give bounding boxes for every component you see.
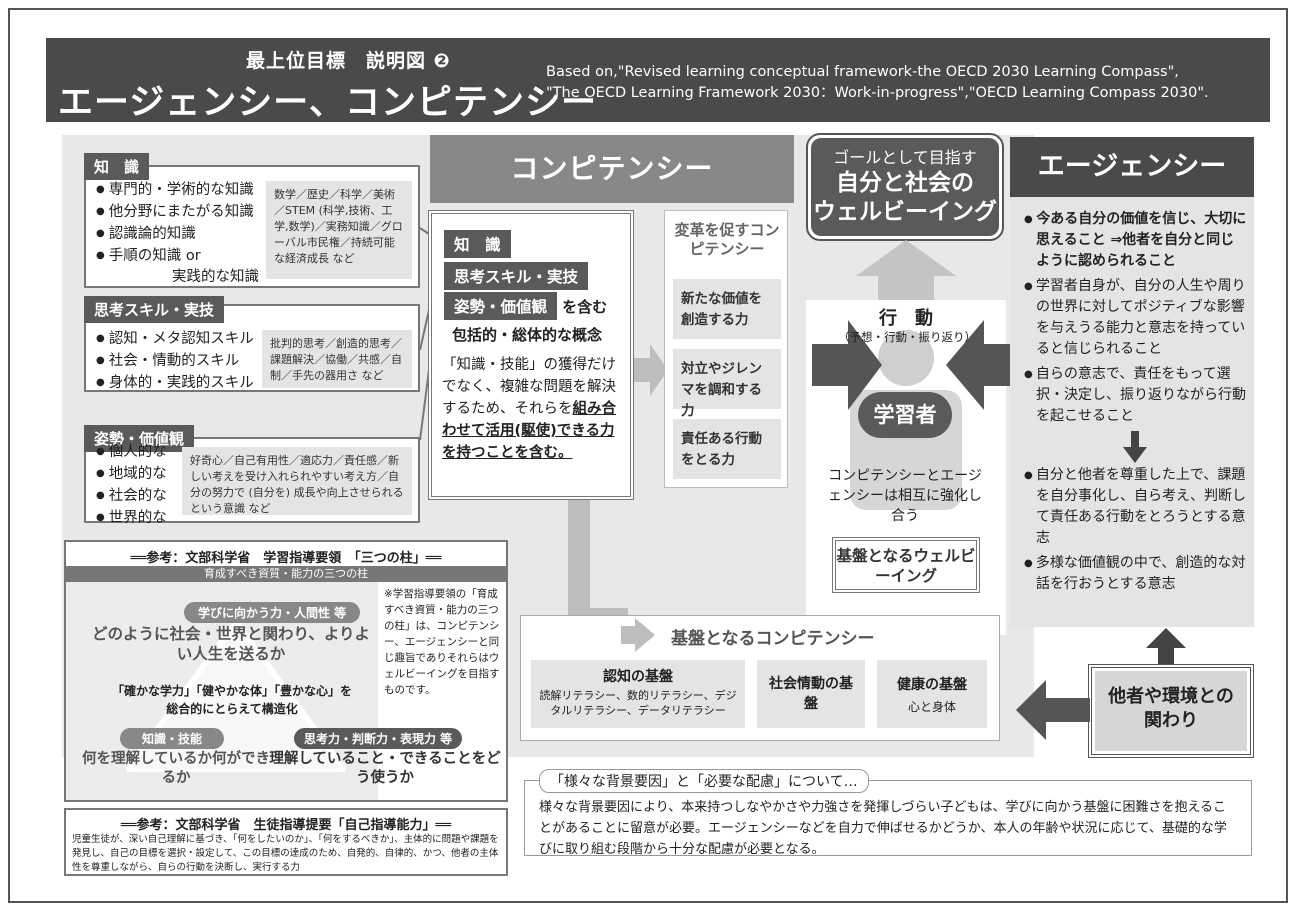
learner-badge: 学習者 (858, 392, 952, 438)
agency-item: 自分と他者を尊重した上で、課題を自分事化し、自ら考え、判断して責任ある行動をとろ… (1022, 465, 1248, 549)
others-box: 他者や環境との関わり (1095, 671, 1247, 751)
base-wellbeing: 基盤となるウェルビーイング (832, 537, 980, 593)
agency-item: 自らの意志で、責任をもって選択・決定し、振り返りながら行動を起こせること (1022, 364, 1248, 427)
attitudes-item: 地域的な (96, 463, 167, 485)
skills-item: 認知・メタ認知スキル (96, 328, 254, 350)
ref1-thinking-text: 理解していること・できることをどう使うか (269, 751, 501, 786)
base-competency-box: 基盤となるコンピテンシー 認知の基盤 読解リテラシー、数的リテラシー、デジタルリ… (520, 615, 1000, 741)
attitudes-box: 姿勢・価値観 個人的な 地域的な 社会的な 世界的な 好奇心／自己有用性／適応力… (84, 425, 420, 526)
competency-concept: 包括的・総体的な概念 (452, 326, 603, 344)
ref1-knowledge-text: 何を理解しているか何ができるか (81, 751, 271, 786)
header-subtitle: 最上位目標 説明図 ❷ (246, 50, 451, 72)
attitudes-item: 世界的な (96, 507, 167, 529)
competency-box: 知 識 思考スキル・実技 姿勢・価値観 を含む 包括的・総体的な概念 「知識・技… (428, 210, 634, 500)
knowledge-item: 他分野にまたがる知識 (96, 201, 259, 223)
skills-examples: 批判的思考／創造的思考／課題解決／協働／共感／自制／手先の器用さ など (262, 330, 412, 388)
reference-three-pillars: ══参考：文部科学省 学習指導要領 「三つの柱」══ 育成すべき資質・能力の三つ… (64, 540, 508, 802)
header-source: Based on,"Revised learning conceptual fr… (546, 62, 1209, 104)
attitudes-examples: 好奇心／自己有用性／適応力／責任感／新しい考えを受け入れられやすい考え方／自分の… (182, 447, 412, 515)
skills-item: 身体的・実践的スキル (96, 372, 254, 394)
source-line-2: "The OECD Learning Framework 2030：Work-i… (546, 85, 1209, 101)
competency-tag-skills: 思考スキル・実技 (444, 262, 589, 290)
ref1-pill-thinking: 思考力・判断力・表現力 等 (294, 728, 463, 749)
knowledge-box: 知 識 専門的・学術的な知識 他分野にまたがる知識 認識論的知識 手順の知識 o… (84, 153, 420, 288)
others-box-outer: 他者や環境との関わり (1088, 664, 1254, 758)
transform-item: 新たな価値を創造する力 (673, 279, 781, 339)
action-subtitle: （予想・行動・振り返り） (838, 330, 976, 344)
competency-tag-attitudes-row: 姿勢・価値観 を含む (444, 292, 607, 320)
goal-box-outer: ゴールとして目指す 自分と社会の ウェルビーイング (806, 133, 1004, 241)
background-factors-box: 「様々な背景要因」と「必要な配慮」について… 様々な背景要因により、本来持つしな… (524, 769, 1252, 857)
knowledge-examples: 数学／歴史／科学／美術／STEM (科学,技術、工学,数学)／実務知識／グローバ… (266, 181, 412, 279)
knowledge-list: 専門的・学術的な知識 他分野にまたがる知識 認識論的知識 手順の知識 or 実践… (96, 179, 259, 288)
source-line-1: Based on,"Revised learning conceptual fr… (546, 64, 1179, 80)
base-arrow-icon (621, 618, 655, 652)
skills-item: 社会・情動的スキル (96, 350, 254, 372)
agency-item: 多様な価値観の中で、創造的な対話を行おうとする意志 (1022, 553, 1248, 595)
ref2-title: ══参考：文部科学省 生徒指導提要「自己指導能力」══ (120, 818, 452, 833)
cognitive-title: 認知の基盤 (603, 669, 673, 685)
cognitive-base: 認知の基盤 読解リテラシー、数的リテラシー、デジタルリテラシー、データリテラシー (531, 660, 745, 728)
skills-box: 思考スキル・実技 認知・メタ認知スキル 社会・情動的スキル 身体的・実践的スキル… (84, 296, 420, 394)
agency-box: 今ある自分の価値を信じ、大切に思えること ⇒他者を自分と同じように認められること… (1010, 197, 1254, 627)
knowledge-item: 専門的・学術的な知識 (96, 179, 259, 201)
transform-box: 変革を促すコンピテンシー 新たな価値を創造する力 対立やジレンマを調和する力 責… (664, 210, 788, 488)
agency-item: 今ある自分の価値を信じ、大切に思えること ⇒他者を自分と同じように認められること (1022, 209, 1248, 272)
goal-line-1: ゴールとして目指す (833, 148, 977, 167)
skills-list: 認知・メタ認知スキル 社会・情動的スキル 身体的・実践的スキル (96, 328, 254, 394)
attitudes-item: 個人的な (96, 441, 167, 463)
competency-tag-attitudes: 姿勢・価値観 (444, 292, 558, 320)
ref1-middle-text: 「確かな学力」「健やかな体」「豊かな心」を総合的にとらえて構造化 (112, 684, 353, 716)
ref1-motivation-text: どのように社会・世界と関わり、よりよい人生を送るか (91, 625, 371, 663)
transform-title: 変革を促すコンピテンシー (674, 221, 780, 258)
mutual-note: コンピテンシーとエージェンシーは相互に強化し合う (828, 468, 982, 524)
cognitive-sub: 読解リテラシー、数的リテラシー、デジタルリテラシー、データリテラシー (539, 689, 737, 717)
arrow-right-icon (634, 344, 668, 396)
competency-body: 「知識・技能」の獲得だけでなく、複雑な問題を解決するため、それらを組み合わせて活… (442, 354, 624, 464)
health-base: 健康の基盤 心と身体 (877, 660, 987, 728)
ref1-pill-knowledge: 知識・技能 (120, 728, 225, 749)
attitudes-item: 社会的な (96, 485, 167, 507)
attitudes-list: 個人的な 地域的な 社会的な 世界的な (96, 441, 167, 529)
skills-label: 思考スキル・実技 (84, 296, 225, 323)
arrow-from-agency-icon (946, 320, 1024, 410)
header-title: エージェンシー、コンピテンシー (58, 83, 597, 123)
agency-title: エージェンシー (1010, 137, 1254, 197)
ref1-band: 育成すべき資質・能力の三つの柱 (66, 566, 506, 582)
knowledge-item-cont: 実践的な知識 (172, 269, 259, 285)
down-arrow-icon (1022, 431, 1248, 465)
goal-box: ゴールとして目指す 自分と社会の ウェルビーイング (811, 138, 999, 236)
transform-item: 責任ある行動をとる力 (673, 419, 781, 479)
transform-item: 対立やジレンマを調和する力 (673, 349, 781, 419)
background-title: 「様々な背景要因」と「必要な配慮」について… (539, 769, 869, 793)
agency-item: 学習者自身が、自分の人生や周りの世界に対してポジティブな影響を与えうる能力と意志… (1022, 276, 1248, 360)
social-emotional-base: 社会情動の基盤 (757, 660, 865, 728)
health-title: 健康の基盤 (897, 677, 967, 693)
health-sub: 心と身体 (907, 700, 956, 714)
ref1-pill-motivation: 学びに向かう力・人間性 等 (184, 602, 361, 623)
header-banner: 最上位目標 説明図 ❷ エージェンシー、コンピテンシー Based on,"Re… (46, 38, 1270, 123)
knowledge-item: 手順の知識 or (96, 245, 259, 267)
competency-title: コンピテンシー (430, 135, 794, 203)
background-body: 様々な背景要因により、本来持つしなやかさや力強さを発揮しづらい子どもは、学びに向… (539, 800, 1227, 857)
ref1-title: ══参考：文部科学省 学習指導要領 「三つの柱」══ (130, 551, 442, 566)
competency-body-text: 「知識・技能」の獲得だけでなく、複雑な問題を解決するため、それらを (442, 357, 616, 417)
goal-line-3: ウェルビーイング (813, 199, 997, 225)
action-title: 行 動 (879, 308, 933, 329)
base-competency-title: 基盤となるコンピテンシー (671, 629, 875, 649)
ref2-body: 児童生徒が、深い自己理解に基づき、「何をしたいのか」、「何をするべきか」、主体的… (72, 834, 499, 873)
competency-body-bold: 組み合わせて活用(駆使)できる力を持つことを含む。 (442, 401, 616, 461)
reference-self-guidance: ══参考：文部科学省 生徒指導提要「自己指導能力」══ 児童生徒が、深い自己理解… (64, 808, 508, 876)
knowledge-label: 知 識 (84, 153, 150, 180)
competency-tag-knowledge: 知 識 (444, 230, 511, 258)
arrow-up-icon (1146, 628, 1186, 668)
knowledge-item: 認識論的知識 (96, 223, 259, 245)
page-frame (8, 8, 1288, 903)
arrow-from-competency-icon (812, 320, 882, 410)
agency-list: 今ある自分の価値を信じ、大切に思えること ⇒他者を自分と同じように認められること… (1022, 209, 1248, 599)
arrow-left-icon (1016, 680, 1090, 740)
competency-tag-suffix: を含む (562, 298, 608, 316)
goal-line-2: 自分と社会の (836, 170, 974, 196)
ref1-note: ※学習指導要領の「育成すべき資質・能力の三つの柱」は、コンピテンシー、エージェン… (384, 588, 500, 696)
